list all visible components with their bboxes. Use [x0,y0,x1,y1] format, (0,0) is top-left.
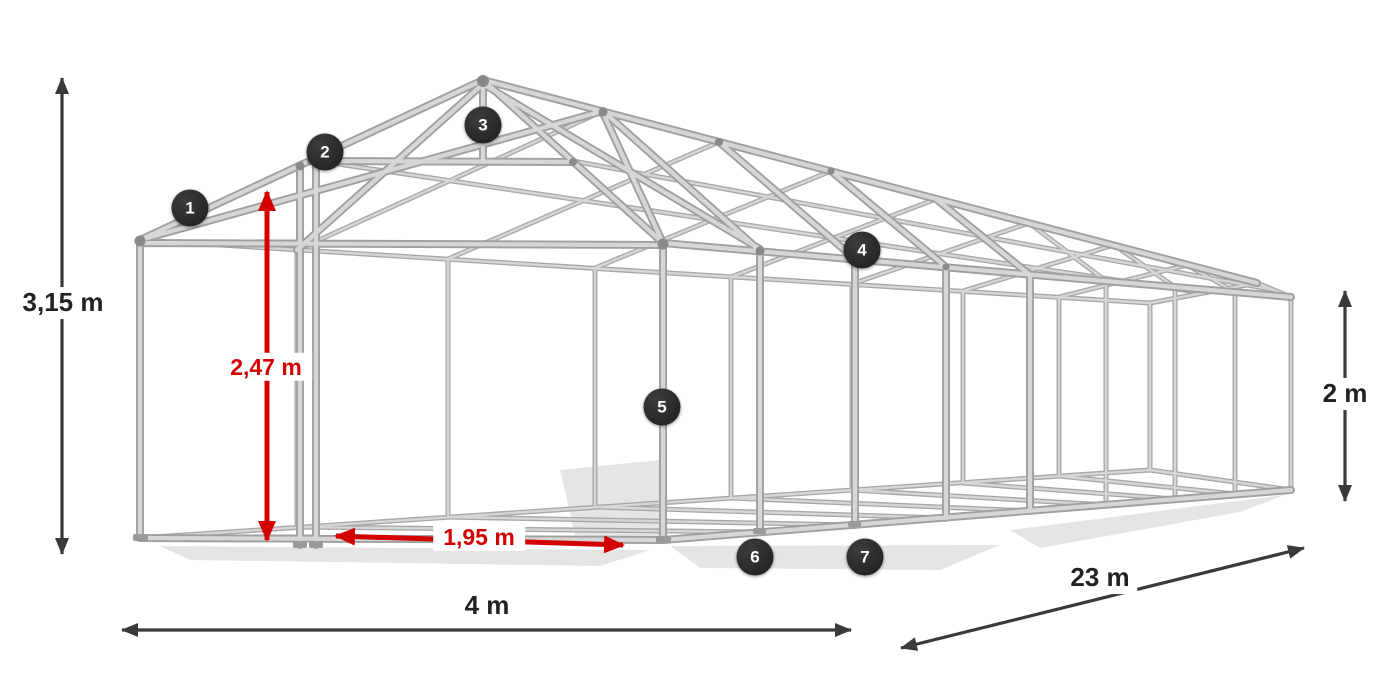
label-total-height: 3,15 m [14,287,112,319]
part-badge-2-number: 2 [320,142,330,161]
label-width: 4 m [456,590,518,622]
arrow-length [900,545,1305,651]
part-badge-2: 2 [306,133,344,171]
label-length: 23 m [1062,562,1138,594]
part-badge-7-number: 7 [860,547,870,566]
part-badge-7: 7 [846,538,884,576]
ground-shadows [160,460,1285,570]
part-badge-4-number: 4 [857,240,867,259]
part-badge-3-number: 3 [478,115,488,134]
part-badge-1: 1 [171,189,209,227]
part-badge-5-number: 5 [657,397,667,416]
part-badge-6-number: 6 [750,547,760,566]
label-inner-height: 2,47 m [220,352,312,382]
label-side-height: 2 m [1314,378,1376,410]
frame-joints [133,75,950,548]
part-badge-4: 4 [843,231,881,269]
part-badge-3: 3 [464,106,502,144]
label-entrance-width: 1,95 m [433,522,525,552]
part-badge-6: 6 [736,538,774,576]
part-badge-5: 5 [643,388,681,426]
part-badge-1-number: 1 [185,198,195,217]
